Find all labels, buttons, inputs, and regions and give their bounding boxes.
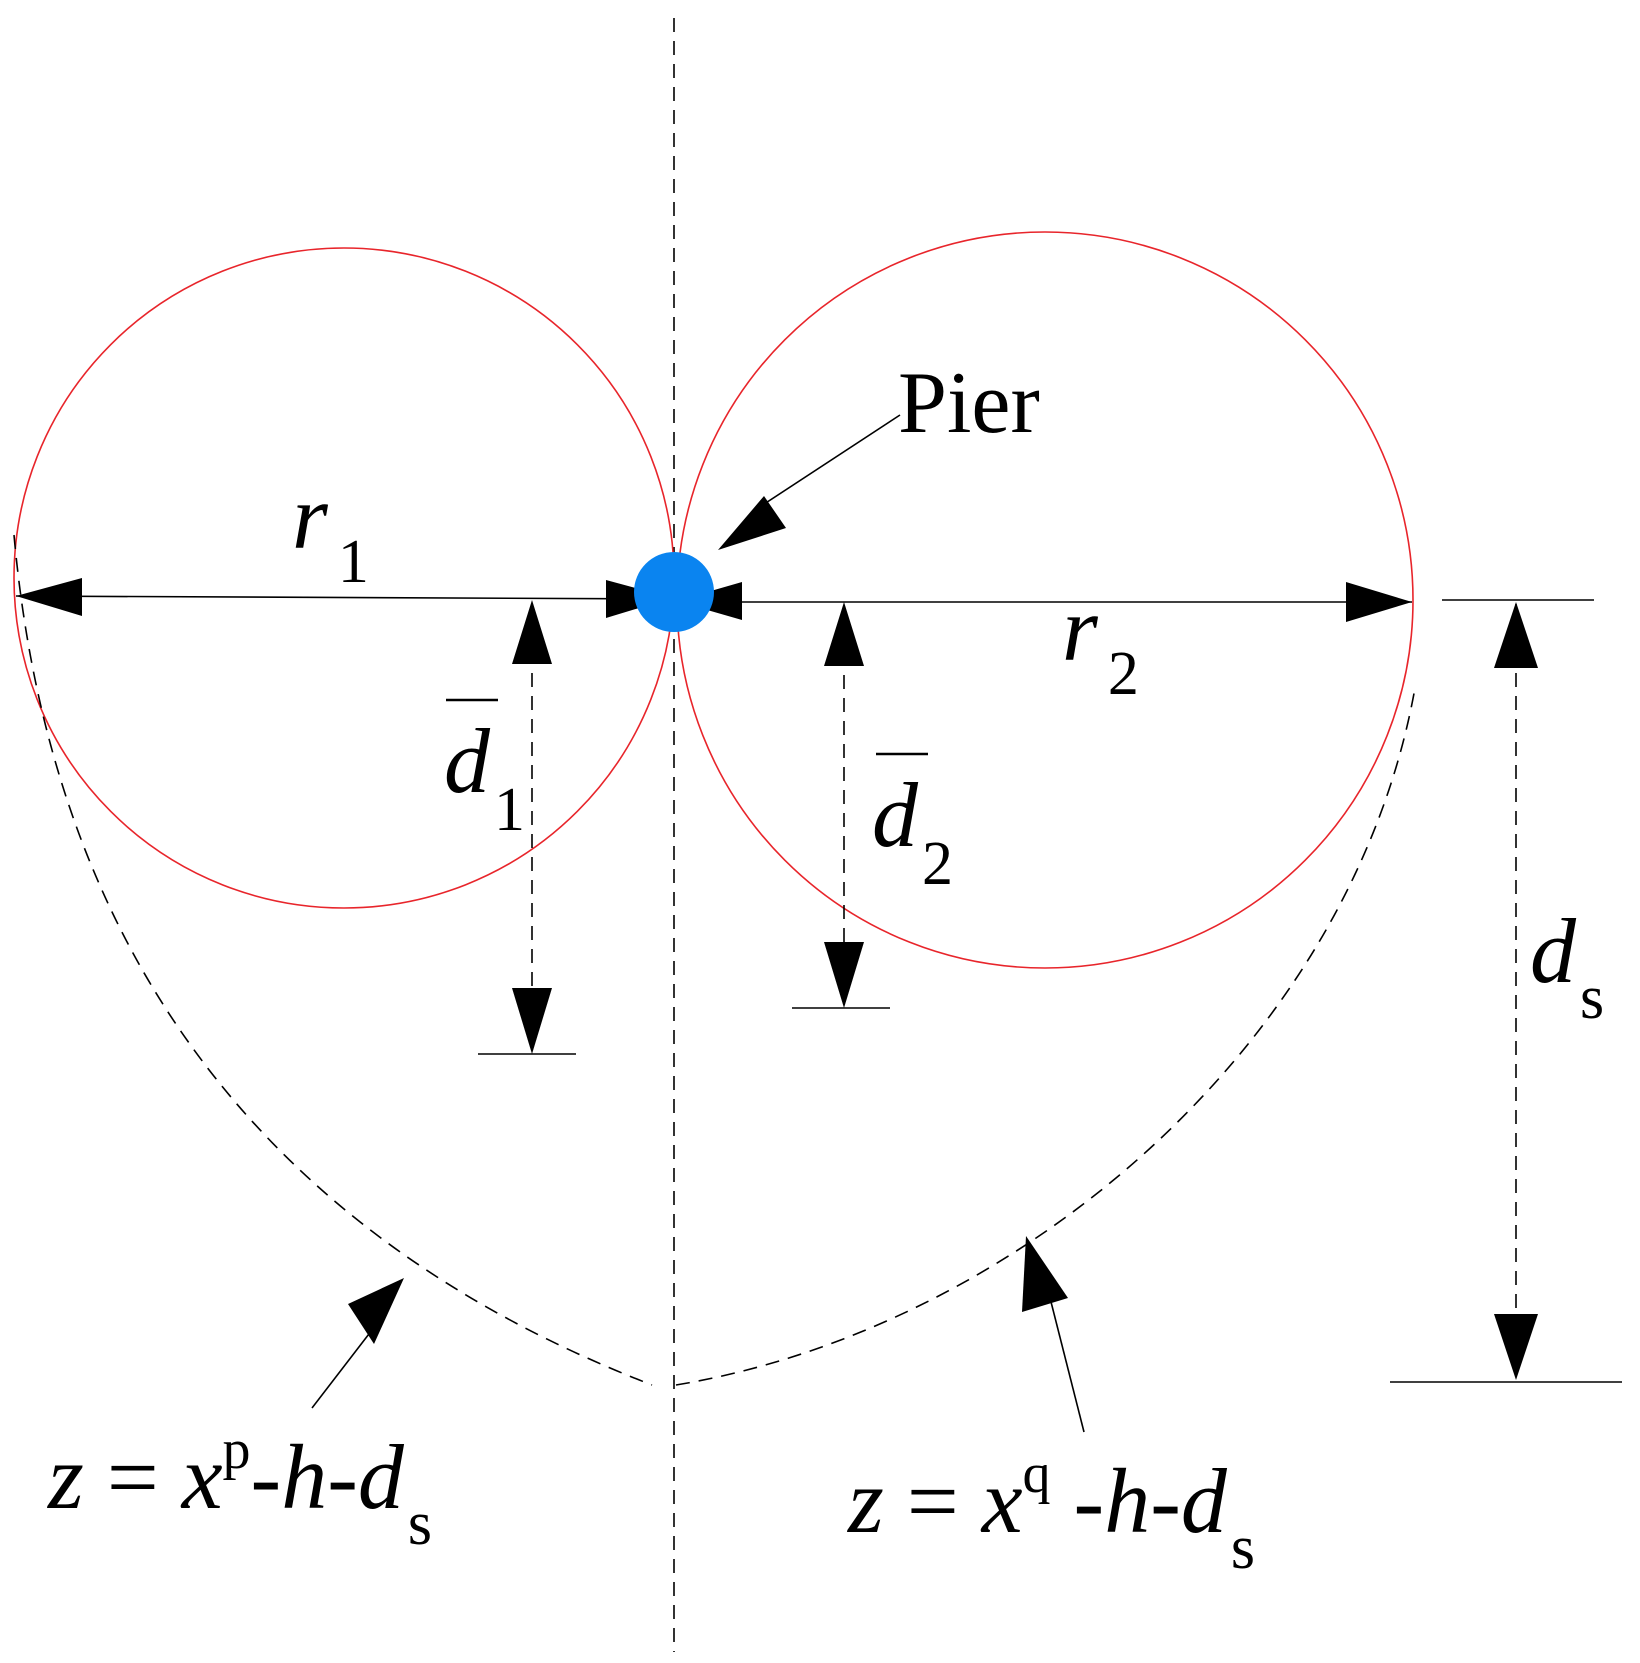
d1-label: d1 [444, 710, 525, 844]
ds-arrowhead-top [1494, 602, 1538, 668]
r2-arrowhead-right [1346, 582, 1412, 622]
eq-right-leader-line [1047, 1289, 1085, 1433]
pier-marker [634, 552, 714, 632]
d1-arrowhead-top [512, 600, 552, 664]
equation-right: z = xq -h-ds [846, 1443, 1255, 1582]
r1-arrowhead-left [16, 578, 82, 616]
d2-arrowhead-bottom [824, 942, 864, 1008]
eq-left-leader-line [311, 1329, 373, 1409]
pier-pointer-line [751, 414, 901, 513]
ds-arrowhead-bottom [1494, 1314, 1538, 1380]
scour-curve-left [13, 534, 653, 1386]
scour-circle-right [676, 231, 1414, 969]
pier-label: Pier [898, 355, 1040, 452]
d1-arrowhead-bottom [512, 988, 552, 1054]
ds-label: ds [1530, 900, 1604, 1032]
eq-right-leader-arrowhead [1022, 1236, 1068, 1312]
eq-left-leader-arrowhead [348, 1278, 404, 1344]
d2-arrowhead-top [824, 602, 864, 666]
r1-dimension-line [15, 595, 671, 600]
scour-curve-right [675, 687, 1416, 1386]
d2-label: d2 [872, 764, 953, 898]
equation-left: z = xp-h-ds [46, 1419, 432, 1558]
pier-pointer-arrowhead [718, 496, 786, 550]
